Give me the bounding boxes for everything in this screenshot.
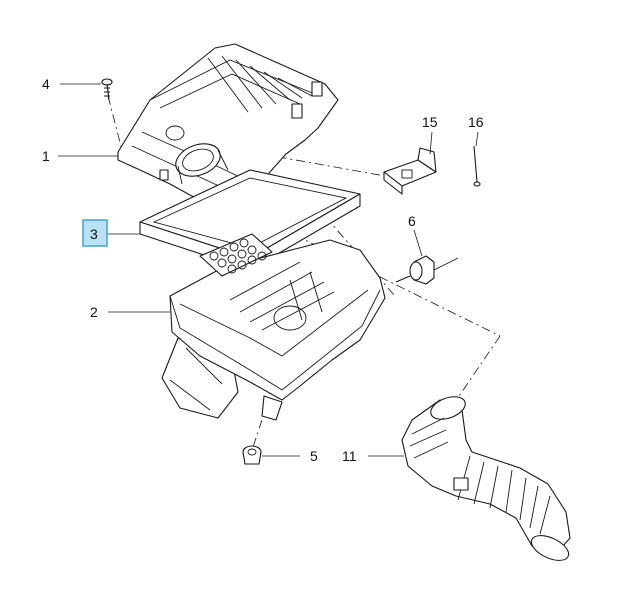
- callout-16[interactable]: 16: [468, 114, 484, 130]
- honeycomb-pattern: [209, 238, 267, 274]
- intake-duct-icon[interactable]: [401, 392, 572, 565]
- callout-6[interactable]: 6: [408, 213, 416, 229]
- callout-1[interactable]: 1: [42, 148, 50, 164]
- screw-icon[interactable]: [473, 145, 481, 187]
- callout-3[interactable]: 3: [90, 226, 98, 242]
- callout-5[interactable]: 5: [310, 448, 318, 464]
- callout-numbers: 4 1 3 2 5 6 11 15 16: [42, 76, 484, 464]
- sensor-icon[interactable]: [383, 147, 437, 195]
- grommet-icon[interactable]: [242, 445, 262, 465]
- selected-callout-box[interactable]: [82, 219, 108, 247]
- mount-insulator-icon[interactable]: [395, 255, 459, 285]
- callout-4[interactable]: 4: [42, 76, 50, 92]
- callout-2[interactable]: 2: [90, 304, 98, 320]
- leader-lines: [58, 83, 479, 457]
- callout-15[interactable]: 15: [422, 114, 438, 130]
- bolt-icon[interactable]: [101, 78, 113, 101]
- callout-11[interactable]: 11: [342, 448, 357, 464]
- air-cleaner-cover-icon[interactable]: [117, 43, 339, 213]
- air-cleaner-housing-icon[interactable]: [161, 233, 386, 421]
